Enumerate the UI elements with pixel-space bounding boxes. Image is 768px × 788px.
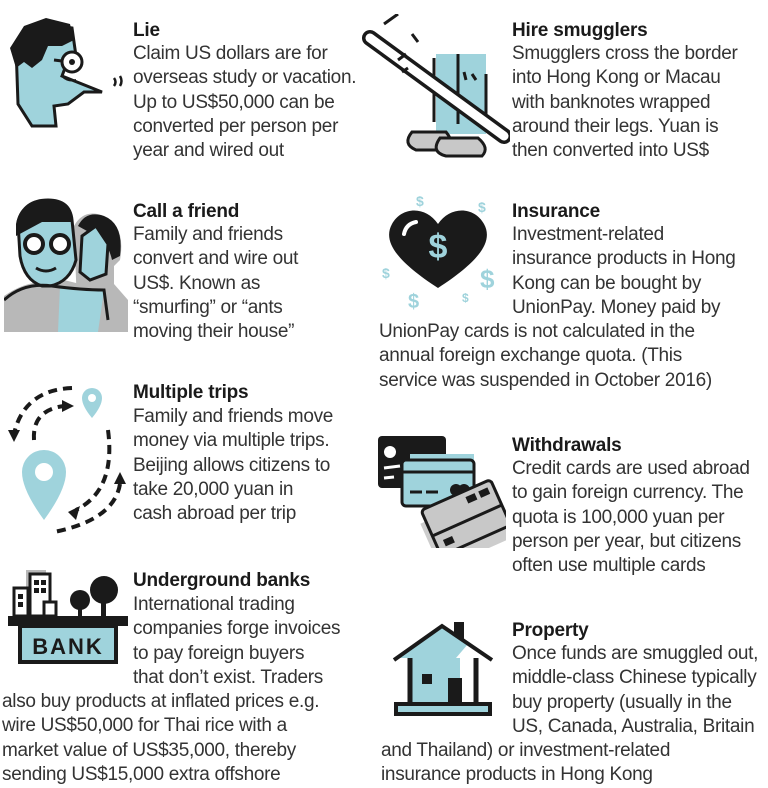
item-title: Hire smugglers bbox=[512, 20, 648, 41]
text-line: insurance products in Hong Kong bbox=[381, 764, 653, 786]
text-line: cash abroad per trip bbox=[133, 503, 296, 525]
item-description: Family and friends convert and wire out … bbox=[133, 223, 298, 344]
svg-text:$: $ bbox=[478, 199, 486, 215]
two-people-icon bbox=[4, 198, 128, 332]
item-title: Call a friend bbox=[133, 201, 240, 222]
text-line: market value of US$35,000, thereby bbox=[2, 739, 296, 761]
bank-building-icon: BANK bbox=[8, 570, 128, 664]
face-with-glasses-icon bbox=[10, 18, 123, 128]
text-line: also buy products at inflated prices e.g… bbox=[2, 691, 320, 712]
text-line: take 20,000 yuan in bbox=[133, 478, 294, 500]
text-line: convert and wire out bbox=[133, 248, 299, 270]
item-title: Withdrawals bbox=[512, 435, 622, 456]
text-line: year and wired out bbox=[133, 140, 284, 162]
item-description-continued: and Thailand) or investment-related insu… bbox=[381, 739, 670, 788]
credit-cards-icon bbox=[378, 436, 506, 548]
text-line: money via multiple trips. bbox=[133, 430, 330, 452]
item-description: Smugglers cross the border into Hong Kon… bbox=[512, 42, 738, 163]
item-description: Credit cards are used abroad to gain for… bbox=[512, 457, 750, 578]
text-line: into Hong Kong or Macau bbox=[512, 67, 721, 89]
svg-text:$: $ bbox=[462, 291, 469, 305]
text-line: to pay foreign buyers bbox=[133, 642, 305, 664]
text-line: often use multiple cards bbox=[512, 555, 706, 577]
text-line: then converted into US$ bbox=[512, 140, 709, 162]
text-line: person per year, but citizens bbox=[512, 530, 741, 552]
item-description: Claim US dollars are for overseas study … bbox=[133, 42, 356, 163]
legs-wrapped-banknotes-icon bbox=[362, 14, 510, 158]
text-line: US, Canada, Australia, Britain bbox=[512, 715, 755, 737]
text-line: Credit cards are used abroad bbox=[512, 458, 750, 479]
item-title: Underground banks bbox=[133, 570, 311, 591]
svg-text:$: $ bbox=[408, 291, 419, 313]
text-line: Investment-related bbox=[512, 224, 664, 245]
svg-text:$: $ bbox=[480, 264, 495, 294]
item-description-continued: UnionPay cards is not calculated in the … bbox=[379, 320, 712, 393]
text-line: converted per person per bbox=[133, 115, 339, 137]
text-line: companies forge invoices bbox=[133, 618, 341, 640]
item-description-continued: also buy products at inflated prices e.g… bbox=[2, 690, 320, 787]
text-line: Family and friends move bbox=[133, 406, 334, 427]
text-line: Kong can be bought by bbox=[512, 272, 702, 294]
text-line: overseas study or vacation. bbox=[133, 67, 357, 89]
bank-sign-text: BANK bbox=[32, 634, 104, 659]
map-pins-dashed-arrows-icon bbox=[8, 386, 126, 534]
text-line: wire US$50,000 for Thai rice with a bbox=[2, 715, 287, 737]
item-description: Once funds are smuggled out, middle-clas… bbox=[512, 642, 758, 739]
text-line: service was suspended in October 2016) bbox=[379, 369, 712, 391]
item-title: Lie bbox=[133, 20, 160, 41]
item-description: International trading companies forge in… bbox=[133, 593, 341, 690]
item-description: Investment-related insurance products in… bbox=[512, 223, 736, 320]
item-title: Property bbox=[512, 620, 589, 641]
text-line: annual foreign exchange quota. (This bbox=[379, 345, 682, 367]
text-line: that don’t exist. Traders bbox=[133, 666, 323, 688]
text-line: Smugglers cross the border bbox=[512, 43, 738, 64]
svg-text:$: $ bbox=[429, 228, 448, 266]
text-line: buy property (usually in the bbox=[512, 691, 732, 713]
text-line: Up to US$50,000 can be bbox=[133, 91, 335, 113]
text-line: insurance products in Hong bbox=[512, 248, 736, 270]
text-line: International trading bbox=[133, 594, 295, 615]
svg-text:$: $ bbox=[416, 193, 424, 209]
text-line: Family and friends bbox=[133, 224, 283, 245]
house-icon bbox=[392, 622, 494, 716]
text-line: Beijing allows citizens to bbox=[133, 454, 331, 476]
item-title: Insurance bbox=[512, 201, 600, 222]
text-line: with banknotes wrapped bbox=[512, 91, 711, 113]
svg-text:$: $ bbox=[382, 265, 390, 281]
item-title: Multiple trips bbox=[133, 382, 249, 403]
text-line: UnionPay. Money paid by bbox=[512, 296, 721, 318]
heart-dollar-icon: $ $ $ $ $ $ $ bbox=[382, 193, 495, 313]
text-line: US$. Known as bbox=[133, 272, 261, 294]
text-line: sending US$15,000 extra offshore bbox=[2, 763, 281, 785]
text-line: Claim US dollars are for bbox=[133, 43, 328, 64]
text-line: UnionPay cards is not calculated in the bbox=[379, 321, 695, 342]
text-line: quota is 100,000 yuan per bbox=[512, 506, 725, 528]
text-line: “smurfing” or “ants bbox=[133, 296, 283, 318]
item-description: Family and friends move money via multip… bbox=[133, 405, 333, 526]
text-line: middle-class Chinese typically bbox=[512, 667, 757, 689]
text-line: to gain foreign currency. The bbox=[512, 482, 744, 504]
text-line: moving their house” bbox=[133, 321, 295, 343]
text-line: around their legs. Yuan is bbox=[512, 115, 719, 137]
text-line: Once funds are smuggled out, bbox=[512, 643, 759, 664]
text-line: and Thailand) or investment-related bbox=[381, 740, 671, 761]
